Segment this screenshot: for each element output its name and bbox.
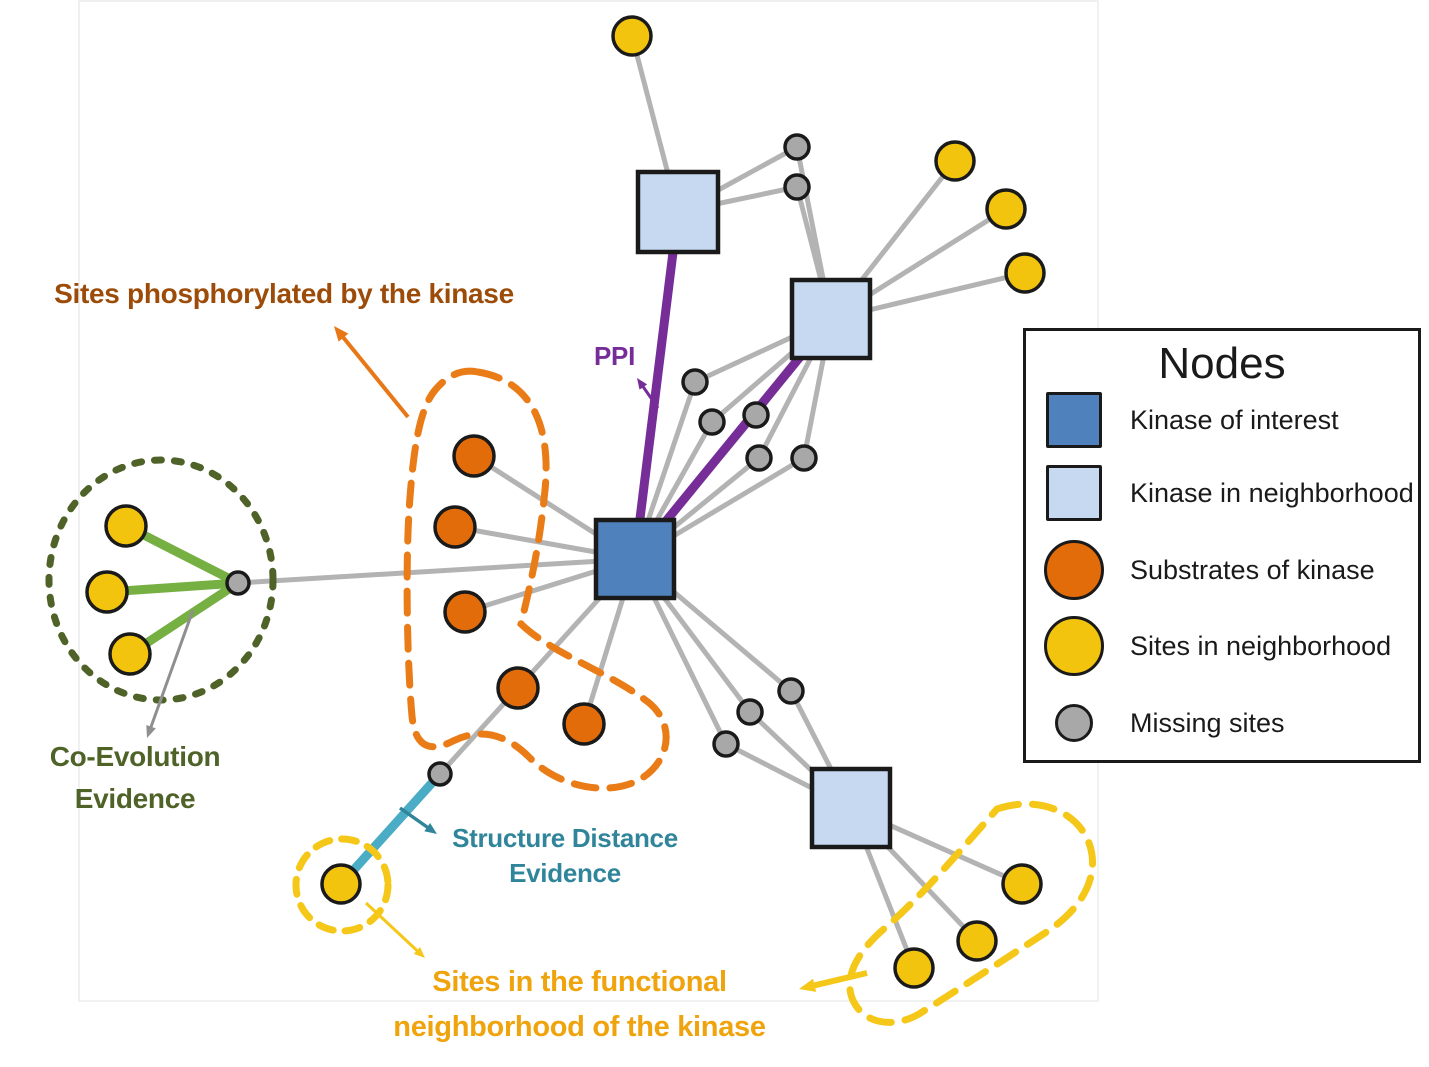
- node-missing-g10: [712, 730, 740, 758]
- functional-blob-outline: [846, 800, 1096, 1026]
- legend-item-kinase-of-interest: Kinase of interest: [1026, 384, 1418, 456]
- legend-swatch-box: [1026, 392, 1122, 448]
- node-site-y1: [611, 15, 653, 57]
- co-evolution-arrow-shaft: [148, 609, 195, 730]
- node-site-y8: [320, 863, 362, 905]
- kinase-in-neighborhood-swatch-icon: [1046, 465, 1102, 521]
- co-evolution-label-line2: Evidence: [74, 783, 196, 814]
- functional-neighborhood-label-line2: neighborhood of the kinase: [393, 1010, 766, 1043]
- node-missing-g4: [698, 408, 726, 436]
- co-evolution-label-line1: Co-Evolution: [49, 741, 221, 772]
- node-substrate-o2: [433, 505, 477, 549]
- legend-item-substrates-of-kinase: Substrates of kinase: [1026, 534, 1418, 606]
- sites-phosphorylated-arrow-shaft: [340, 334, 410, 419]
- structure-distance-arrow-shaft: [398, 806, 430, 830]
- substrates-outline: [403, 367, 670, 792]
- legend-item-label: Substrates of kinase: [1130, 554, 1375, 585]
- ppi-label: PPI: [594, 341, 636, 371]
- node-missing-g6: [745, 444, 773, 472]
- co-evolution-label: Co-Evolution Evidence: [35, 736, 235, 820]
- node-missing-g2: [783, 173, 811, 201]
- node-site-y6: [85, 570, 129, 614]
- structure-distance-arrow: [424, 822, 437, 834]
- functional-site-arrow-shaft: [364, 901, 420, 953]
- node-missing-g5: [742, 401, 770, 429]
- node-site-y9: [1001, 863, 1043, 905]
- substrates-of-kinase-swatch-icon: [1044, 540, 1104, 600]
- edge-interaction-S0-G8: [237, 556, 636, 586]
- legend-item-label: Kinase in neighborhood: [1130, 477, 1414, 508]
- kinase-of-interest-swatch-icon: [1046, 392, 1102, 448]
- functional-neighborhood-label: Sites in the functional neighborhood of …: [357, 960, 802, 1050]
- sites-in-neighborhood-swatch-icon: [1044, 616, 1104, 676]
- node-substrate-o1: [452, 434, 496, 478]
- edge-ppi-S0-S1: [630, 211, 683, 560]
- legend-title: Nodes: [1158, 339, 1286, 388]
- node-site-y3: [985, 188, 1027, 230]
- legend-item-kinase-in-neighborhood: Kinase in neighborhood: [1026, 457, 1418, 529]
- functional-site-arrow: [413, 947, 425, 958]
- node-kinase-neighborhood-s2: [789, 277, 873, 361]
- node-site-y7: [108, 632, 152, 676]
- legend-item-label: Kinase of interest: [1130, 404, 1339, 435]
- missing-sites-swatch-icon: [1055, 704, 1093, 742]
- node-kinase-neighborhood-s3: [809, 766, 893, 850]
- node-substrate-o4: [496, 666, 540, 710]
- node-missing-g9: [427, 761, 453, 787]
- functional-blob-arrow: [799, 978, 817, 992]
- node-site-y11: [893, 947, 935, 989]
- node-missing-g8: [225, 570, 251, 596]
- node-site-y2: [934, 140, 976, 182]
- node-kinase-of-interest-s0: [593, 517, 677, 601]
- legend-item-label: Missing sites: [1130, 707, 1285, 738]
- edge-structure-distance-G9-Y8: [337, 770, 444, 888]
- structure-distance-label-line2: Evidence: [509, 858, 621, 889]
- sites-phosphorylated-arrow: [334, 326, 349, 342]
- legend-swatch-box: [1026, 616, 1122, 676]
- node-site-y4: [1004, 252, 1046, 294]
- node-missing-g3: [681, 368, 709, 396]
- node-site-y10: [956, 920, 998, 962]
- ppi-arrow-shaft: [640, 384, 660, 409]
- functional-neighborhood-label-line1: Sites in the functional: [432, 966, 727, 998]
- legend-item-missing-sites: Missing sites: [1026, 687, 1418, 759]
- node-substrate-o3: [443, 590, 487, 634]
- node-missing-g12: [777, 677, 805, 705]
- ppi-arrow: [637, 378, 648, 390]
- legend-item-sites-in-neighborhood: Sites in neighborhood: [1026, 610, 1418, 682]
- legend-item-label: Sites in neighborhood: [1130, 630, 1392, 661]
- node-missing-g11: [736, 698, 764, 726]
- legend-swatch-box: [1026, 465, 1122, 521]
- functional-site-outline: [292, 835, 392, 935]
- sites-phosphorylated-label: Sites phosphorylated by the kinase: [54, 278, 514, 309]
- node-kinase-neighborhood-s1: [635, 169, 721, 255]
- co-evolution-arrow: [146, 725, 156, 738]
- legend-swatch-box: [1026, 540, 1122, 600]
- node-missing-g1: [783, 133, 811, 161]
- node-site-y5: [104, 504, 148, 548]
- node-substrate-o5: [562, 702, 606, 746]
- functional-blob-arrow-shaft: [811, 970, 868, 989]
- edge-co-evolution-G8-Y6: [106, 578, 239, 597]
- node-missing-g7: [790, 444, 818, 472]
- legend-swatch-box: [1026, 704, 1122, 742]
- structure-distance-label-line1: Structure Distance: [452, 823, 678, 853]
- structure-distance-label: Structure Distance Evidence: [425, 821, 705, 891]
